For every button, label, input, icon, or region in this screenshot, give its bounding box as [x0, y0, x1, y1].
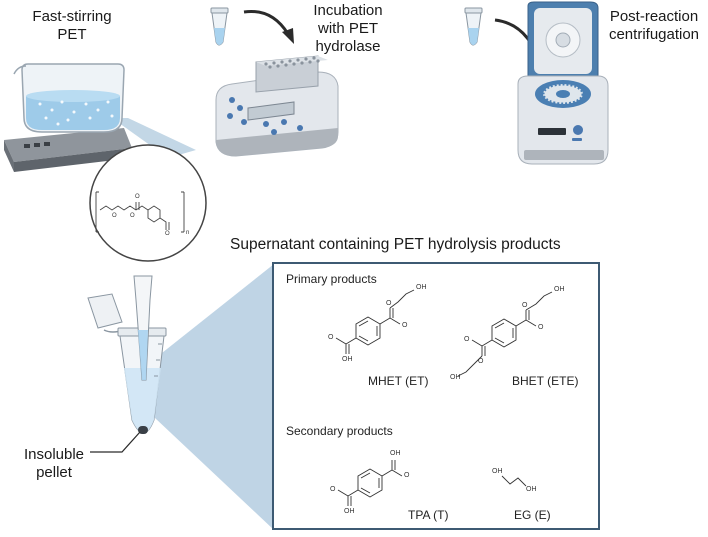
pellet-label-line1: Insoluble [23, 446, 85, 463]
small-tube-2 [464, 7, 483, 46]
centrifugation-label-line1: Post-reaction [609, 8, 699, 25]
mhet-o-acid: O [328, 334, 334, 341]
pet-o-3: O [135, 194, 140, 200]
pet-o-4: O [165, 231, 170, 237]
incubation-label-line2: with PET [317, 20, 378, 37]
mhet-o-ester: O [386, 300, 392, 307]
incubation-label-line1: Incubation [313, 2, 383, 19]
beaker [13, 63, 125, 133]
small-tube-1 [210, 7, 229, 46]
incubator [215, 55, 339, 157]
tpa-oh-top: OH [390, 450, 401, 457]
molecule-structures [335, 289, 553, 506]
mhet-structure [335, 289, 415, 354]
eg-oh-right: OH [526, 486, 537, 493]
stirring-label: Fast-stirring PET [22, 8, 122, 44]
mhet-oh-top: OH [416, 284, 427, 291]
zoom-wedge [138, 264, 274, 530]
lab-scale [4, 128, 132, 172]
big-tube [87, 275, 167, 434]
secondary-products-heading: Secondary products [286, 424, 393, 438]
primary-products-heading: Primary products [286, 272, 377, 286]
pet-n: n [186, 230, 190, 236]
incubation-label: Incubation with PET hydrolase [288, 2, 408, 56]
arrow-1 [243, 9, 290, 35]
tpa-label: TPA (T) [408, 508, 449, 522]
bhet-o-ester-bottom: O [478, 358, 484, 365]
incubation-label-line3: hydrolase [315, 38, 381, 55]
pellet-label-line2: pellet [36, 464, 72, 481]
magnifier-wedge [112, 118, 196, 158]
stirring-label-line2: PET [57, 26, 87, 43]
bhet-o-ester-top: O [522, 302, 528, 309]
mhet-label: MHET (ET) [368, 374, 429, 388]
bhet-o-carbonyl-bottom: O [464, 336, 470, 343]
eg-structure [501, 475, 527, 487]
pellet-label: Insoluble pellet [14, 446, 94, 482]
stirring-label-line1: Fast-stirring [32, 8, 112, 25]
bhet-o-carbonyl-top: O [538, 324, 544, 331]
tpa-oh-bottom: OH [344, 508, 355, 515]
bhet-label: BHET (ETE) [512, 374, 579, 388]
centrifugation-label: Post-reaction centrifugation [600, 8, 708, 44]
tpa-o-top: O [404, 472, 410, 479]
pet-o-1: O [112, 213, 117, 219]
tpa-structure [337, 460, 403, 506]
bhet-oh-top: OH [554, 286, 565, 293]
mhet-o-carbonyl: O [402, 322, 408, 329]
eg-oh-left: OH [492, 468, 503, 475]
tpa-o-bottom: O [330, 486, 336, 493]
centrifugation-label-line2: centrifugation [608, 26, 700, 43]
pellet-pointer [90, 431, 141, 453]
bhet-oh-bottom: OH [450, 374, 461, 381]
centrifuge [517, 1, 609, 165]
magnifier-circle [89, 144, 207, 262]
mhet-oh-acid: OH [342, 356, 353, 363]
supernatant-title: Supernatant containing PET hydrolysis pr… [230, 236, 561, 253]
bhet-structure [457, 291, 553, 377]
products-box: Primary products Secondary products [272, 262, 600, 530]
eg-label: EG (E) [514, 508, 551, 522]
pet-o-2: O [130, 213, 135, 219]
